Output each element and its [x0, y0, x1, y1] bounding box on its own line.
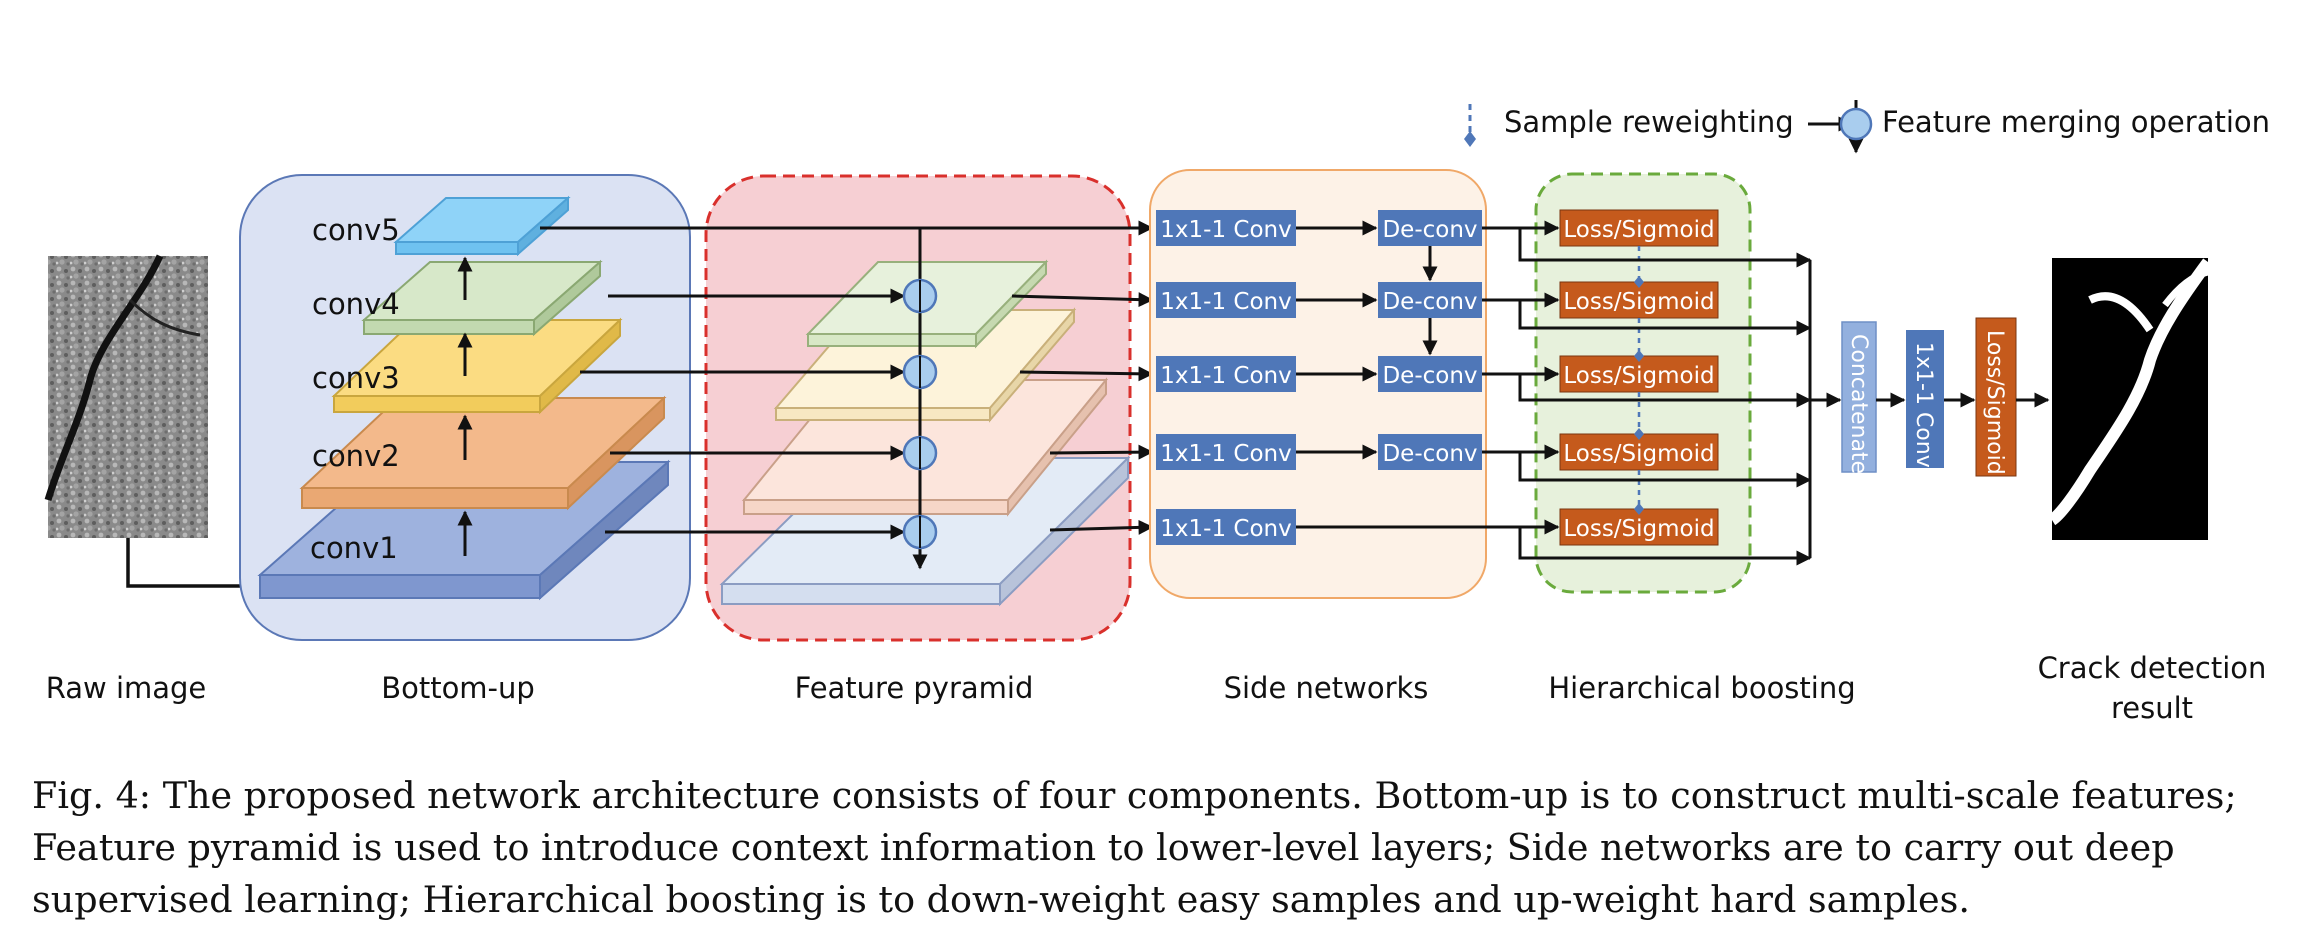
loss-label: Loss/Sigmoid: [1563, 441, 1714, 467]
sample-reweighting-links: [1634, 246, 1644, 515]
side-conv-box: [1156, 210, 1296, 246]
side-conv-box: [1156, 509, 1296, 545]
loss-box: [1559, 209, 1719, 247]
side-conv-boxes: [1156, 210, 1296, 545]
side-conv-box: [1156, 434, 1296, 470]
merge-icon: [1839, 107, 1873, 141]
hierarchical-boosting-label: Hierarchical boosting: [1548, 671, 1855, 705]
conv2-label: conv2: [312, 439, 400, 473]
deconv-label: De-conv: [1382, 217, 1477, 243]
side-conv-label: 1x1-1 Conv: [1160, 217, 1291, 243]
fusion-conv-label: 1x1-1 Conv: [1911, 342, 1936, 468]
deconv-label: De-conv: [1382, 441, 1477, 467]
conv4-label: conv4: [312, 287, 400, 321]
conv3-label: conv3: [312, 361, 400, 395]
deconv-box: [1378, 210, 1482, 246]
loss-label: Loss/Sigmoid: [1563, 363, 1714, 389]
deconv-label: De-conv: [1382, 289, 1477, 315]
deconv-box: [1378, 356, 1482, 392]
conv1-label: conv1: [310, 531, 398, 565]
raw-image: [44, 254, 208, 538]
legend-sample-reweighting: Sample reweighting: [1504, 105, 1794, 139]
raw-image-label: Raw image: [46, 671, 207, 705]
loss-label: Loss/Sigmoid: [1563, 289, 1714, 315]
bottom-up-layers: [257, 195, 671, 601]
deconv-boxes: [1378, 210, 1482, 470]
fusion-conv-box: [1906, 330, 1944, 468]
diamond-icon: [1464, 131, 1476, 147]
side-output-connections: [1296, 220, 1842, 566]
deconv-box: [1378, 282, 1482, 318]
side-conv-label: 1x1-1 Conv: [1160, 441, 1291, 467]
result-label-line2: result: [2111, 691, 2193, 725]
legend-feature-merging: Feature merging operation: [1882, 105, 2270, 139]
input-arrow: [126, 538, 262, 595]
side-conv-label: 1x1-1 Conv: [1160, 289, 1291, 315]
side-conv-box: [1156, 282, 1296, 318]
fusion-loss-label: Loss/Sigmoid: [1982, 330, 2007, 475]
side-conv-box: [1156, 356, 1296, 392]
side-networks-block: [1149, 169, 1487, 599]
conv5-label: conv5: [312, 213, 400, 247]
legend: Sample reweighting Feature merging opera…: [1464, 100, 2270, 154]
pyramid-layers: [580, 228, 1131, 607]
side-conv-label: 1x1-1 Conv: [1160, 363, 1291, 389]
result-label-line1: Crack detection: [2038, 651, 2267, 685]
concatenate-box: [1841, 321, 1877, 473]
figure-caption: Fig. 4: The proposed network architectur…: [32, 774, 2237, 921]
bottom-up-label: Bottom-up: [381, 671, 535, 705]
crack-line: [44, 254, 164, 502]
loss-label: Loss/Sigmoid: [1563, 516, 1714, 542]
feature-pyramid-label: Feature pyramid: [795, 671, 1034, 705]
deconv-label: De-conv: [1382, 363, 1477, 389]
deconv-box: [1378, 434, 1482, 470]
loss-label: Loss/Sigmoid: [1563, 217, 1714, 243]
crack-result-image: [2048, 258, 2213, 540]
side-conv-label: 1x1-1 Conv: [1160, 516, 1291, 542]
fusion-loss-box: [1975, 317, 2017, 477]
concatenate-label: Concatenate: [1846, 334, 1871, 474]
side-networks-label: Side networks: [1224, 671, 1429, 705]
